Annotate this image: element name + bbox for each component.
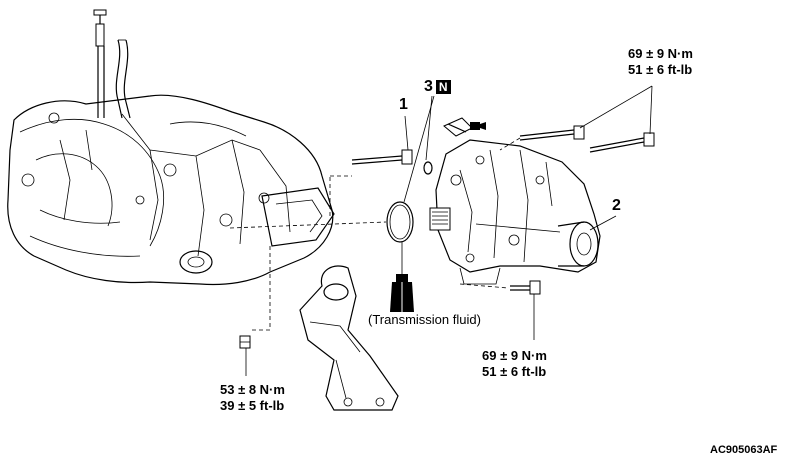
bolt-top-right-short — [519, 125, 585, 141]
grease-tube-icon — [443, 117, 486, 137]
torque-top-right: 69 ± 9 N·m 51 ± 6 ft-lb — [628, 46, 693, 78]
torque-bottom-left-ftlb: 39 ± 5 ft-lb — [220, 398, 285, 413]
o-ring — [386, 201, 414, 243]
torque-bottom-right-nm: 69 ± 9 N·m — [482, 348, 547, 363]
torque-top-right-ftlb: 51 ± 6 ft-lb — [628, 62, 693, 77]
leader-lines — [229, 85, 653, 376]
bolt-bottom-right — [510, 280, 541, 295]
mount-bracket — [299, 265, 399, 411]
n-mark-badge: N — [435, 80, 451, 94]
transfer-case — [429, 139, 601, 285]
seal-ring — [423, 161, 433, 175]
torque-bottom-left-nm: 53 ± 8 N·m — [220, 382, 285, 397]
figure-code: AC905063AF — [710, 444, 778, 456]
bolt-top-right-long — [589, 132, 655, 153]
transaxle-assembly — [7, 9, 335, 286]
torque-bottom-right: 69 ± 9 N·m 51 ± 6 ft-lb — [482, 348, 547, 380]
fluid-bottle-icon — [390, 274, 414, 312]
bolt-1 — [351, 149, 413, 165]
torque-top-right-nm: 69 ± 9 N·m — [628, 46, 693, 61]
callout-3: 3 — [424, 78, 433, 95]
callout-2: 2 — [612, 197, 621, 214]
callout-1: 1 — [399, 96, 408, 113]
torque-bottom-left: 53 ± 8 N·m 39 ± 5 ft-lb — [220, 382, 285, 414]
nut-bottom-left — [239, 335, 251, 349]
fluid-label: (Transmission fluid) — [368, 312, 481, 327]
torque-bottom-right-ftlb: 51 ± 6 ft-lb — [482, 364, 547, 379]
